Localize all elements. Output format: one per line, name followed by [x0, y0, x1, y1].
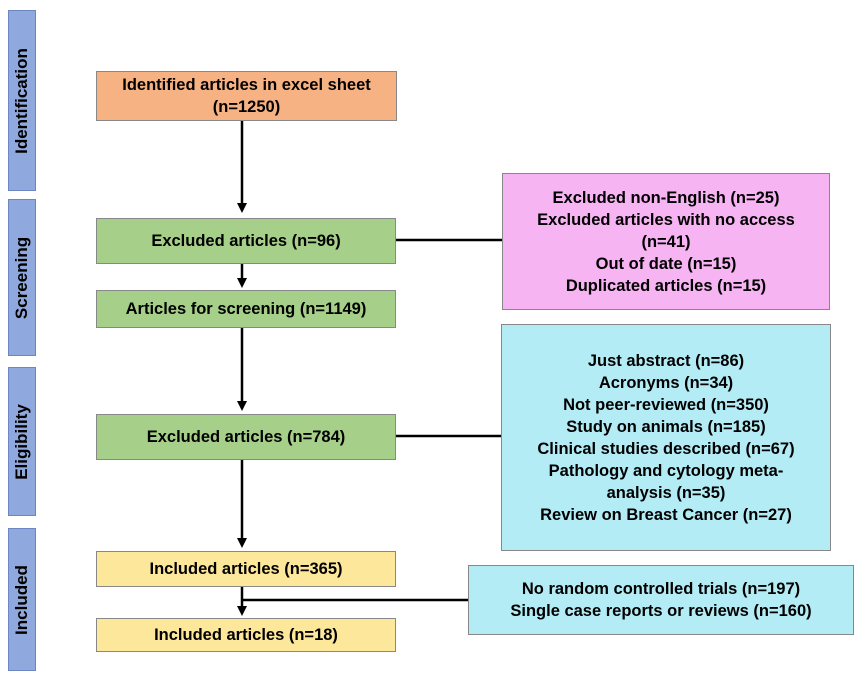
identified-count: (n=1250): [212, 98, 281, 116]
excluded-eligibility-box: Excluded articles (n=784): [96, 414, 396, 460]
eligibility-reasons-box: Just abstract (n=86) Acronyms (n=34) Not…: [501, 324, 831, 551]
reason-item: Duplicated articles (n=15): [565, 276, 767, 295]
excluded-eligibility-text: Excluded articles (n=784): [146, 428, 346, 446]
included-box-2: Included articles (n=18): [96, 618, 396, 652]
reason-item: Acronyms (n=34): [598, 373, 734, 392]
reason-item: Clinical studies described (n=67): [537, 439, 795, 458]
reason-item: Pathology and cytology meta-: [548, 461, 784, 480]
reason-item: (n=41): [641, 232, 691, 251]
stage-included: Included: [8, 528, 36, 671]
included-reasons-box: No random controlled trials (n=197) Sing…: [468, 565, 854, 635]
identified-text: Identified articles in excel sheet: [122, 76, 371, 94]
reason-item: Single case reports or reviews (n=160): [510, 602, 812, 620]
reason-item: Just abstract (n=86): [587, 351, 745, 370]
screening-box: Articles for screening (n=1149): [96, 290, 396, 328]
excluded-screening-box: Excluded articles (n=96): [96, 218, 396, 264]
reason-item: No random controlled trials (n=197): [521, 580, 801, 598]
reason-item: Study on animals (n=185): [566, 417, 766, 436]
identified-box: Identified articles in excel sheet (n=12…: [96, 71, 397, 121]
included-box-1: Included articles (n=365): [96, 551, 396, 587]
excluded-screening-text: Excluded articles (n=96): [151, 232, 341, 250]
included-2-text: Included articles (n=18): [154, 626, 338, 644]
reason-item: Excluded non-English (n=25): [552, 188, 780, 207]
screening-reasons-box: Excluded non-English (n=25) Excluded art…: [502, 173, 830, 310]
reason-item: Not peer-reviewed (n=350): [563, 395, 769, 414]
reason-item: Out of date (n=15): [595, 254, 737, 273]
included-1-text: Included articles (n=365): [149, 560, 343, 578]
reason-item: Review on Breast Cancer (n=27): [540, 505, 792, 524]
stage-eligibility: Eligibility: [8, 367, 36, 516]
reason-item: Excluded articles with no access: [537, 210, 795, 229]
stage-identification: Identification: [8, 10, 36, 191]
reason-item: analysis (n=35): [606, 483, 726, 502]
stage-screening: Screening: [8, 199, 36, 356]
screening-text: Articles for screening (n=1149): [125, 300, 367, 318]
